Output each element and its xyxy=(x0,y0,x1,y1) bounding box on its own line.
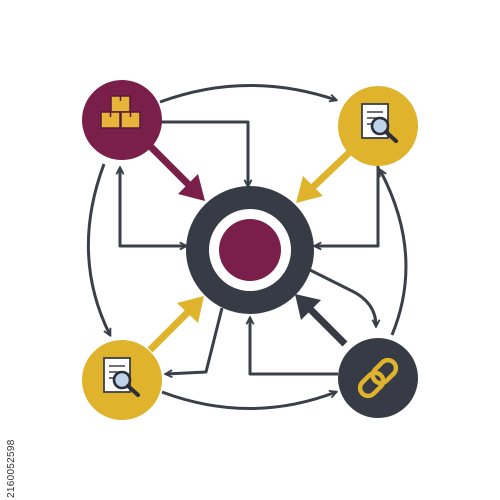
conn-hub-docbottom xyxy=(166,307,224,374)
stock-id-label: 2160052598 xyxy=(6,439,17,498)
outer-ring-arcs xyxy=(86,84,408,410)
node-doc-search-bottom xyxy=(82,340,162,420)
thick-arrows xyxy=(147,143,355,353)
thick-arrow-boxes xyxy=(147,143,205,201)
arc-top xyxy=(159,84,336,104)
conn-link-hub-bottom xyxy=(250,318,338,376)
node-chain-link xyxy=(338,338,418,418)
arc-right xyxy=(380,170,408,336)
arc-bottom xyxy=(161,392,336,410)
document-search-icon xyxy=(361,103,398,143)
inner-connectors xyxy=(120,120,380,376)
thick-arrow-doc-bottom xyxy=(147,296,204,353)
node-boxes xyxy=(82,80,162,160)
central-hub xyxy=(186,186,314,314)
conn-boxes-hub-left xyxy=(120,168,186,246)
conn-doc-hub-right xyxy=(315,166,380,246)
thick-arrow-link xyxy=(295,294,348,347)
chain-link-icon xyxy=(357,357,399,399)
conn-boxes-hub-top xyxy=(160,120,248,186)
document-search-icon xyxy=(103,357,140,397)
conn-hub-link xyxy=(309,268,376,326)
arc-left xyxy=(86,163,112,335)
stacked-boxes-icon xyxy=(100,95,141,129)
thick-arrow-doc-top xyxy=(296,147,355,203)
node-doc-search-top xyxy=(338,86,418,166)
